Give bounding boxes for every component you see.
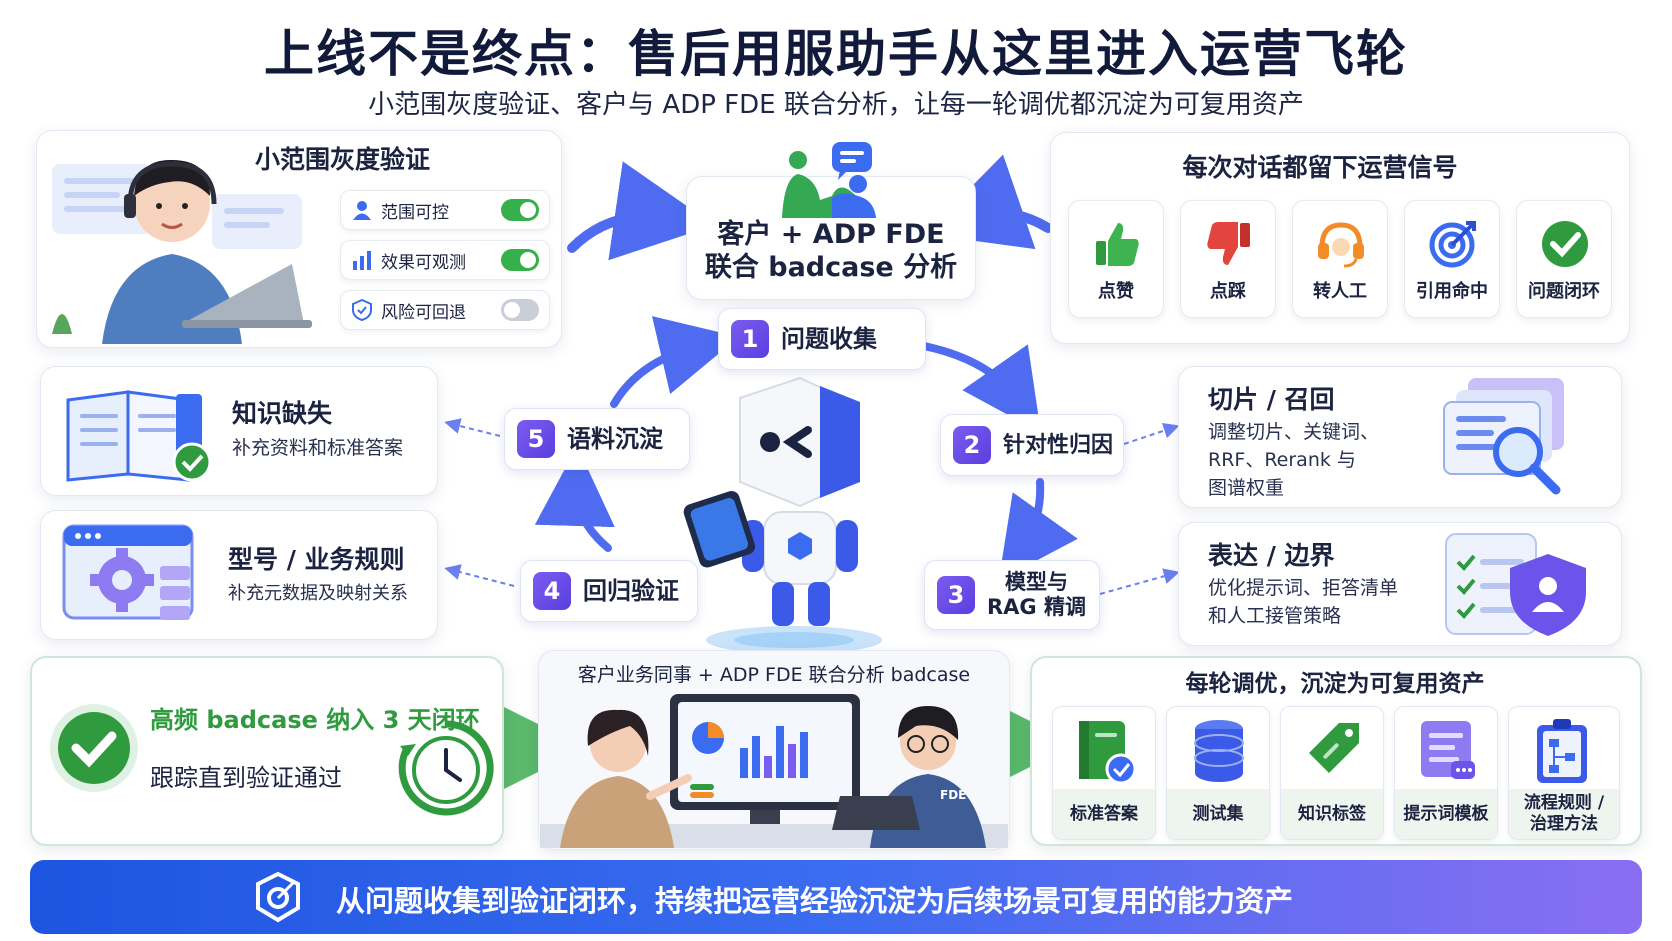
signal-dislike: 点踩 [1180, 200, 1276, 318]
checklist-shield-icon [1445, 533, 1586, 636]
step-label: 回归验证 [583, 576, 679, 605]
desc-line: 和人工接管策略 [1208, 605, 1342, 627]
step-label: 语料沉淀 [567, 424, 663, 453]
knowledge-gap-desc: 补充资料和标准答案 [232, 437, 404, 459]
thumbs-up-icon [1096, 223, 1139, 266]
signal-closed: 问题闭环 [1516, 200, 1612, 318]
chunk-recall-desc: 调整切片、关键词、 RRF、Rerank 与 图谱权重 [1208, 418, 1379, 502]
signal-label: 引用命中 [1416, 281, 1488, 302]
asset-label: 标准答案 [1053, 789, 1155, 839]
toggle-row-rollback[interactable]: 风险可回退 [340, 290, 550, 330]
target-icon [1429, 221, 1476, 268]
step-label: 问题收集 [781, 324, 877, 353]
banner-text: 从问题收集到验证闭环，持续把运营经验沉淀为后续场景可复用的能力资产 [336, 884, 1294, 918]
page-subtitle: 小范围灰度验证、客户与 ADP FDE 联合分析，让每一轮调优都沉淀为可复用资产 [368, 90, 1304, 120]
asset-label-line2: 治理方法 [1530, 814, 1598, 834]
toggle-row-observable[interactable]: 效果可观测 [340, 240, 550, 280]
prompt-doc-icon [1421, 721, 1475, 779]
knowledge-gap-title: 知识缺失 [232, 399, 333, 428]
asset-standard-answer: 标准答案 [1052, 706, 1156, 840]
signal-label: 点赞 [1098, 281, 1134, 302]
joint-analysis-line1: 客户 + ADP FDE [717, 219, 945, 250]
step-number: 2 [953, 426, 991, 464]
green-book-check-icon [1079, 721, 1137, 785]
chunk-recall-title: 切片 / 召回 [1208, 385, 1335, 414]
cycle-step-4[interactable]: 4 回归验证 [520, 560, 698, 622]
search-doc-icon [1443, 378, 1564, 495]
assets-title: 每轮调优，沉淀为可复用资产 [1185, 671, 1485, 697]
asset-label: 流程规则 / 治理方法 [1509, 789, 1619, 839]
headset-icon [1318, 222, 1364, 268]
fde-badge: FDE [940, 788, 967, 802]
meeting-title: 客户业务同事 + ADP FDE 联合分析 badcase [577, 664, 971, 686]
cycle-step-1[interactable]: 1 问题收集 [718, 308, 926, 370]
toggle-label: 范围可控 [381, 202, 449, 223]
check-badge-icon [50, 704, 138, 792]
meeting-illustration [540, 694, 1008, 848]
expression-boundary-desc: 优化提示词、拒答清单 和人工接管策略 [1208, 574, 1398, 630]
step-label: 针对性归因 [1003, 432, 1114, 458]
model-rules-desc: 补充元数据及映射关系 [228, 583, 408, 604]
book-check-icon [66, 390, 212, 482]
signal-label: 转人工 [1313, 281, 1367, 302]
asset-label: 提示词模板 [1395, 789, 1497, 839]
gray-release-title: 小范围灰度验证 [255, 145, 431, 174]
toggle-label: 效果可观测 [381, 252, 466, 273]
gear-window-icon [62, 524, 194, 620]
signal-transfer: 转人工 [1292, 200, 1388, 318]
asset-label: 测试集 [1167, 789, 1269, 839]
support-agent-illustration [52, 159, 312, 344]
clock-icon [398, 720, 494, 816]
desc-line: 优化提示词、拒答清单 [1208, 577, 1399, 599]
asset-label: 知识标签 [1281, 789, 1383, 839]
step-label-line2: RAG 精调 [987, 595, 1086, 619]
signals-title: 每次对话都留下运营信号 [1182, 153, 1458, 182]
closure-title: 高频 badcase 纳入 3 天闭环 [150, 706, 480, 734]
shield-icon [352, 299, 372, 321]
signal-like: 点赞 [1068, 200, 1164, 318]
signal-label: 问题闭环 [1528, 281, 1600, 302]
refresh-target-icon [256, 871, 300, 923]
tag-icon [1309, 723, 1359, 773]
step-number: 4 [533, 572, 571, 610]
asset-prompt-template: 提示词模板 [1394, 706, 1498, 840]
desc-line: 调整切片、关键词、 [1208, 421, 1380, 443]
desc-line: 图谱权重 [1208, 477, 1285, 499]
check-circle-icon [1542, 221, 1588, 267]
step-number: 1 [731, 320, 769, 358]
toggle-switch-on[interactable] [501, 249, 539, 271]
step-number: 3 [937, 576, 975, 614]
joint-analysis-text: 客户 + ADP FDE 联合 badcase 分析 [686, 218, 976, 284]
model-rules-title: 型号 / 业务规则 [228, 545, 405, 574]
clipboard-flow-icon [1537, 719, 1587, 783]
toggle-row-scope[interactable]: 范围可控 [340, 190, 550, 230]
robot-mascot [683, 376, 882, 654]
expression-boundary-title: 表达 / 边界 [1208, 541, 1335, 570]
cycle-step-5[interactable]: 5 语料沉淀 [504, 408, 690, 470]
asset-label-line1: 流程规则 / [1523, 793, 1605, 813]
toggle-switch-on[interactable] [501, 199, 539, 221]
database-icon [1194, 720, 1244, 782]
asset-test-set: 测试集 [1166, 706, 1270, 840]
thumbs-down-icon [1207, 222, 1250, 265]
closure-desc: 跟踪直到验证通过 [150, 764, 342, 792]
cycle-step-3[interactable]: 3 模型与 RAG 精调 [924, 560, 1100, 630]
page-title: 上线不是终点：售后用服助手从这里进入运营飞轮 [264, 25, 1408, 83]
step-label-line1: 模型与 [1004, 570, 1068, 594]
bar-chart-icon [353, 251, 371, 270]
signal-citation-hit: 引用命中 [1404, 200, 1500, 318]
toggle-label: 风险可回退 [381, 302, 466, 323]
step-label: 模型与 RAG 精调 [987, 570, 1086, 620]
asset-knowledge-tag: 知识标签 [1280, 706, 1384, 840]
desc-line: RRF、Rerank 与 [1208, 449, 1356, 471]
toggle-switch-off[interactable] [501, 299, 539, 321]
joint-analysis-line2: 联合 badcase 分析 [704, 252, 958, 283]
step-number: 5 [517, 420, 555, 458]
handshake-chat-icon [782, 142, 876, 218]
user-icon [353, 201, 371, 220]
asset-process-rules: 流程规则 / 治理方法 [1508, 706, 1620, 840]
cycle-step-2[interactable]: 2 针对性归因 [940, 414, 1124, 476]
signal-label: 点踩 [1210, 281, 1246, 302]
